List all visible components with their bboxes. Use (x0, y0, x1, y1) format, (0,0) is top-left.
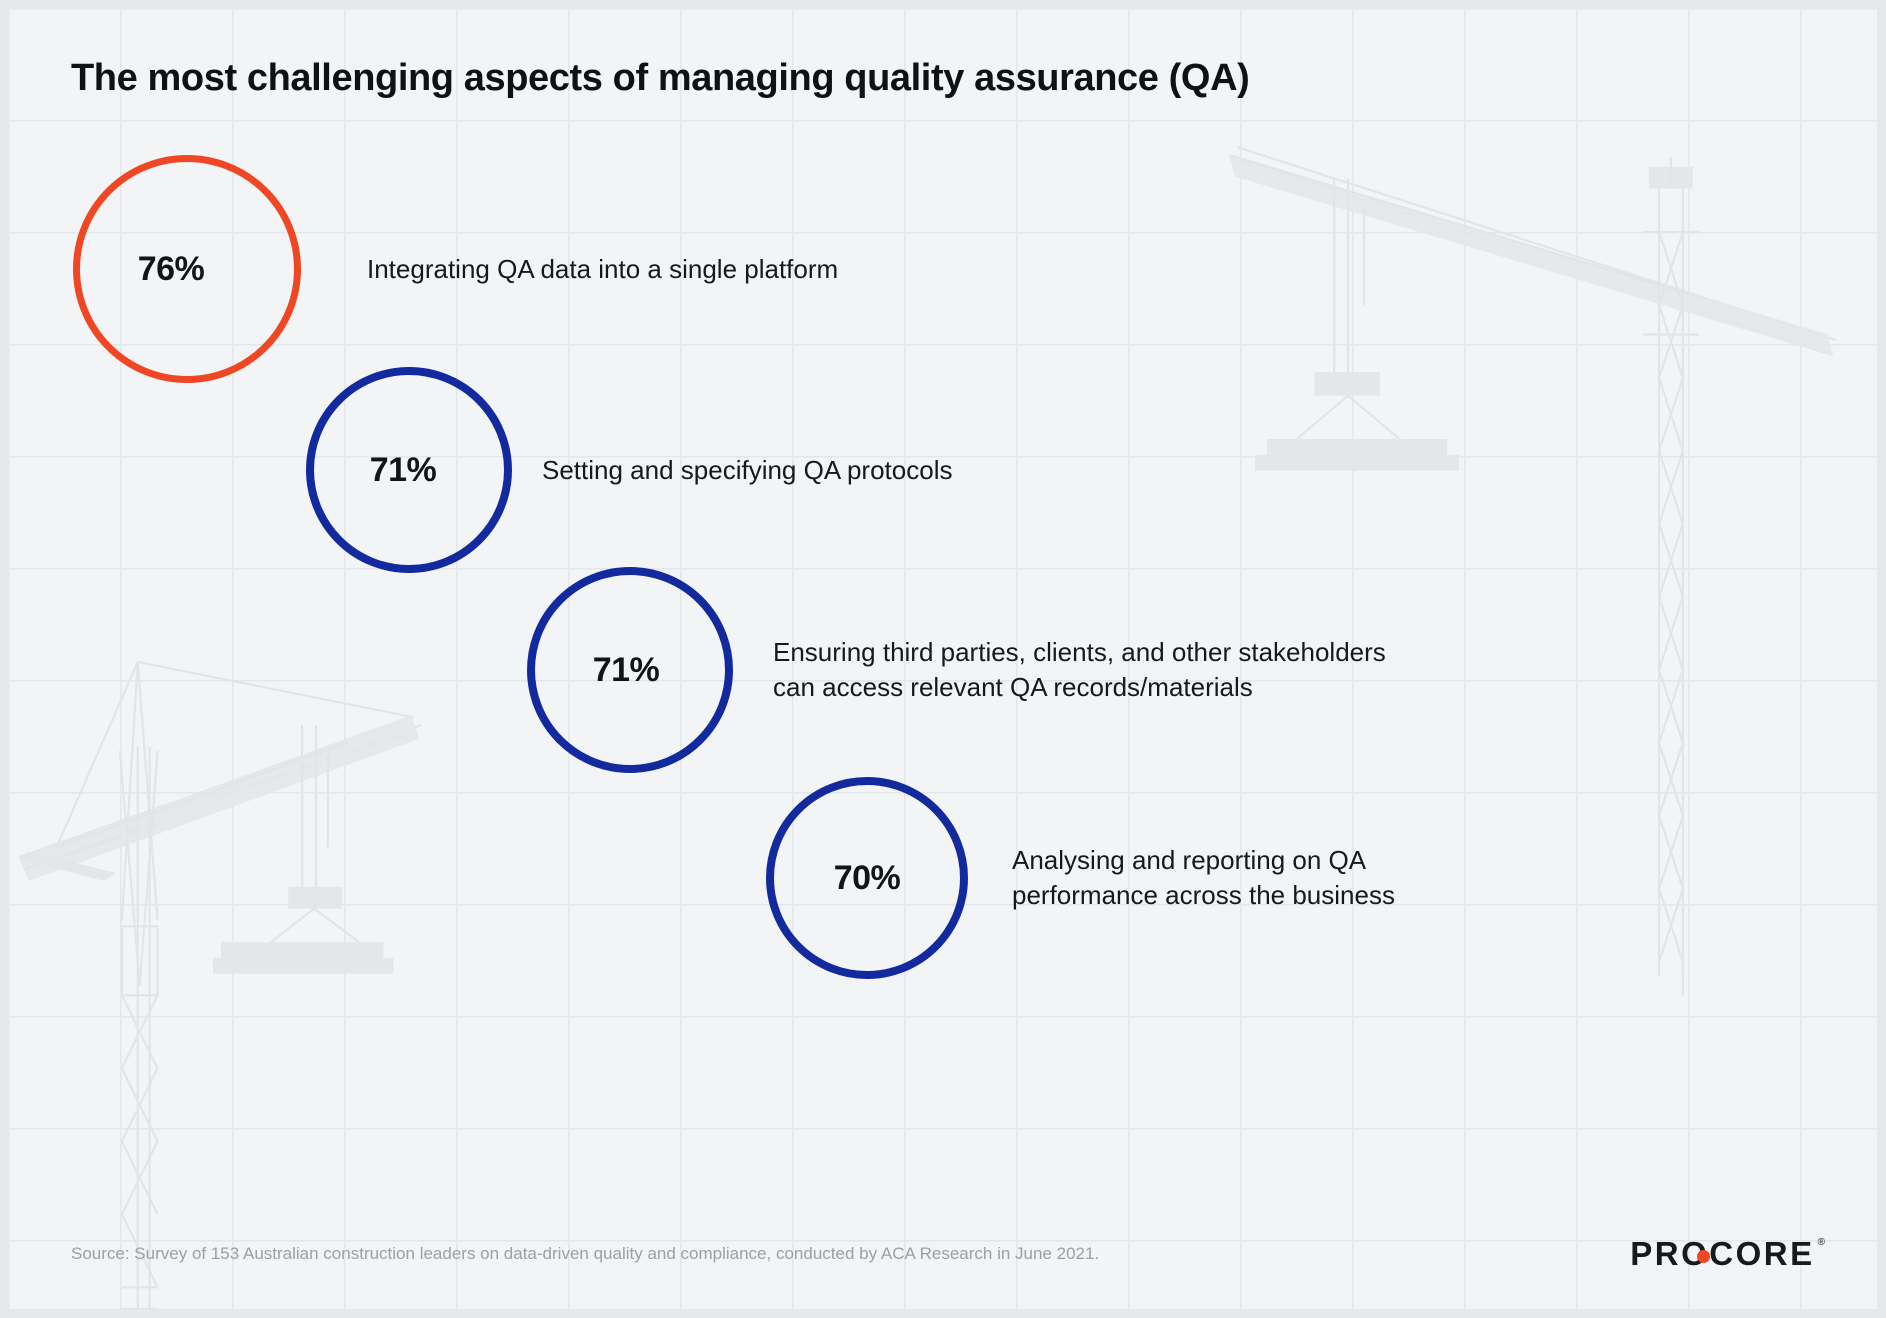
procore-logo: PROCORE ® (1630, 1235, 1825, 1273)
stat-circle: 70% (766, 777, 968, 979)
source-note: Source: Survey of 153 Australian constru… (71, 1244, 1100, 1263)
stat-value: 71% (369, 450, 437, 489)
stat-label: Setting and specifying QA protocols (542, 454, 953, 485)
stat-value: 71% (592, 650, 660, 689)
stat-circle: 76% (73, 155, 301, 383)
stat-label: Analysing and reporting on QA performanc… (1012, 845, 1395, 910)
stat-circle: 71% (306, 367, 512, 573)
stat-row: 70% Analysing and reporting on QA perfor… (766, 777, 1395, 979)
stat-label: Ensuring third parties, clients, and oth… (773, 637, 1386, 702)
registered-trademark-icon: ® (1817, 1237, 1825, 1248)
procore-dot-icon (1697, 1250, 1711, 1263)
stat-label: Integrating QA data into a single platfo… (367, 253, 839, 284)
stat-row: 71% Ensuring third parties, clients, and… (527, 567, 1386, 773)
stat-row: 76% Integrating QA data into a single pl… (73, 155, 838, 383)
page-title: The most challenging aspects of managing… (71, 57, 1250, 99)
stat-circle: 71% (527, 567, 733, 773)
stat-value: 70% (833, 858, 901, 897)
procore-wordmark: PROCORE (1630, 1235, 1815, 1272)
stat-row: 71% Setting and specifying QA protocols (306, 367, 952, 573)
stat-value: 76% (137, 249, 205, 288)
